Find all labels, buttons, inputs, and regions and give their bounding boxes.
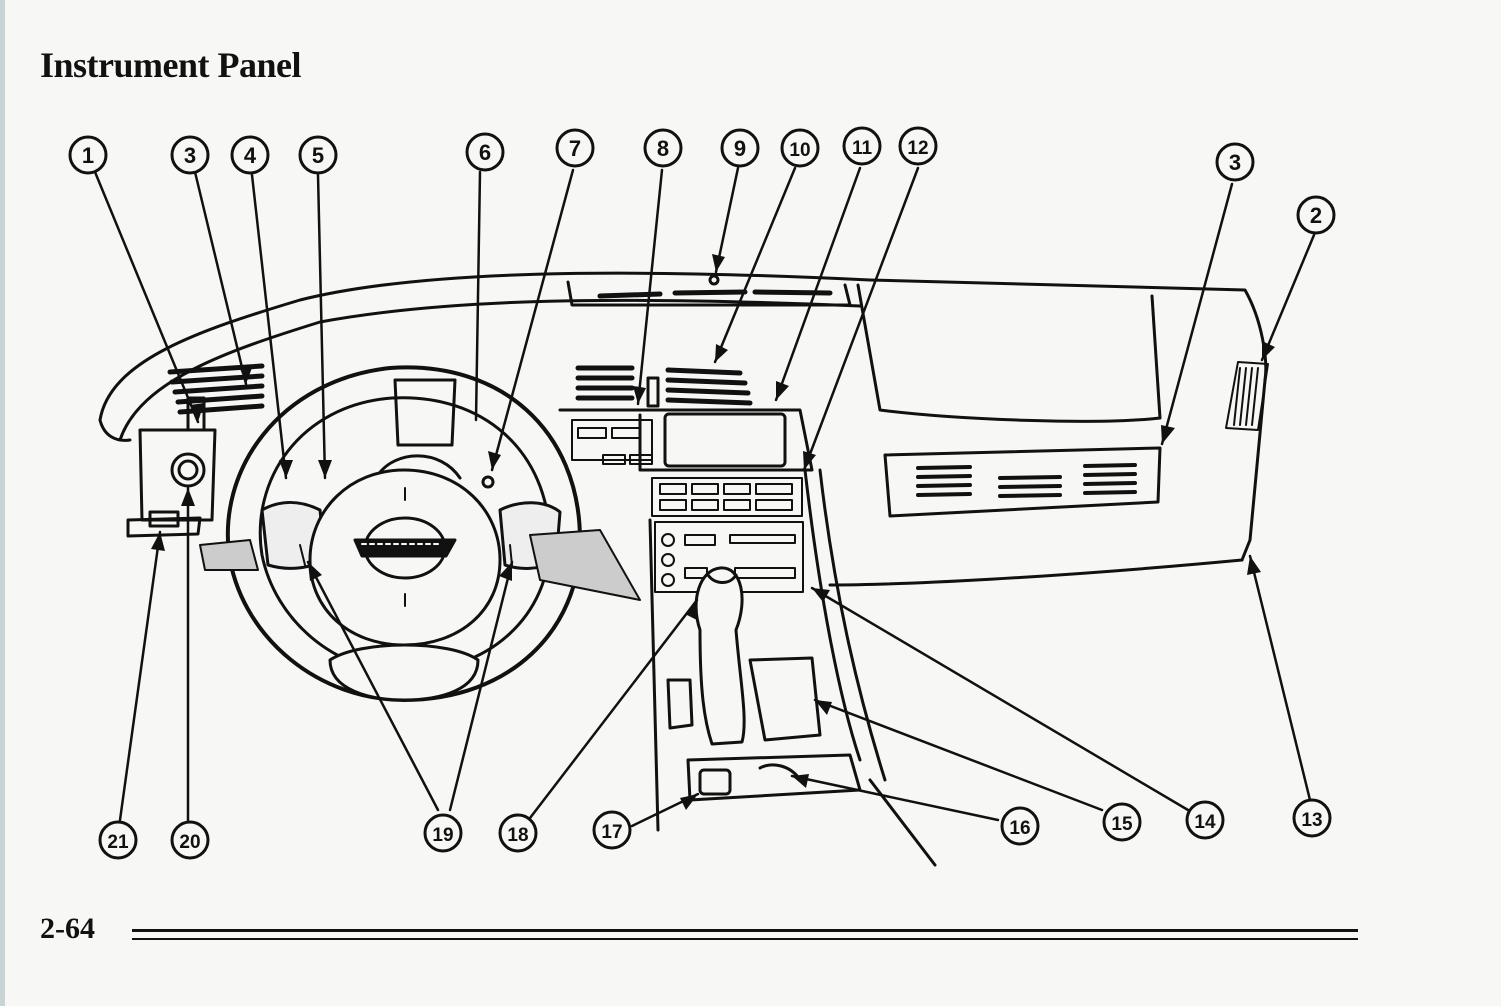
page-number: 2-64 — [40, 912, 95, 946]
callout-number-12: 12 — [907, 138, 928, 159]
callout-number-13: 13 — [1301, 810, 1322, 831]
callout-number-6: 6 — [479, 140, 491, 165]
glove-box-upper — [858, 285, 1160, 421]
callout-number-14: 14 — [1194, 812, 1216, 833]
callout-number-9: 9 — [734, 136, 746, 161]
hazard-switch — [648, 378, 658, 406]
headlamp-switch — [172, 454, 204, 486]
footer-rule-bottom — [132, 938, 1358, 940]
callout-number-19: 19 — [432, 825, 453, 846]
callout-number-16: 16 — [1009, 818, 1030, 839]
callout-number-21: 21 — [107, 832, 129, 853]
center-vents — [578, 368, 750, 403]
sunload-sensor — [710, 276, 718, 284]
callout-number-2: 2 — [1310, 203, 1322, 228]
callout-number-5: 5 — [312, 143, 324, 168]
callout-number-7: 7 — [569, 136, 581, 161]
defrost-vents — [600, 292, 830, 296]
callout-leaders — [95, 168, 1314, 826]
callout-number-20: 20 — [179, 832, 200, 853]
callout-number-18: 18 — [507, 825, 528, 846]
callout-number-3: 3 — [184, 143, 196, 168]
callout-number-17: 17 — [601, 822, 622, 843]
instrument-cluster — [395, 380, 455, 445]
info-display — [665, 414, 785, 466]
callout-number-11: 11 — [852, 138, 873, 159]
footer-rule-top — [132, 929, 1358, 932]
steering-wheel — [228, 367, 580, 700]
callout-number-10: 10 — [789, 140, 810, 161]
callout-number-4: 4 — [244, 143, 257, 168]
headlamp-switch-inner — [179, 461, 197, 479]
callout-number-15: 15 — [1111, 814, 1133, 835]
callout-number-1: 1 — [82, 143, 94, 168]
center-console — [650, 470, 935, 865]
climate-control-buttons — [652, 478, 802, 516]
callout-number-8: 8 — [657, 136, 669, 161]
callout-number-3: 3 — [1229, 150, 1241, 175]
shift-lever — [696, 568, 744, 744]
passenger-vent-louvers — [918, 465, 1135, 496]
